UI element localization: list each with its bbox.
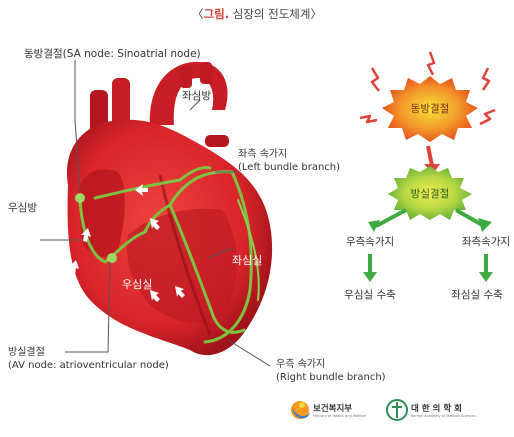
flow-arrowhead-left-down [479,272,493,282]
ministry-logo-text: 보건복지부 [313,402,381,414]
academy-logo: 대 한 의 학 회 Korean Academy of Medical Scie… [411,402,506,418]
right-bundle-label-ko: 우측 속가지 [276,358,386,371]
ministry-logo-subtext: Ministry of Health and Welfare [313,414,381,418]
spark-2 [428,52,434,75]
right-ventricle-label: 우심실 [122,276,152,292]
left-ventricle-label: 좌심실 [232,252,262,268]
sa-node-label-ko: 동방결절 [24,48,63,60]
flow-arrow-sa-av [428,146,432,166]
flow-right-ventricle-contraction: 우심실 수축 [332,287,408,302]
av-node-label-en: (AV node: atrioventricular node) [8,359,169,372]
flow-av-node: 방실결절 [400,186,460,201]
leader-right-bundle [228,340,270,366]
flow-left-bundle: 좌측속가지 [450,234,514,249]
flow-arrow-av-right [376,210,406,226]
ministry-logo-yellow [299,402,305,408]
left-bundle-label-ko: 좌측 속가지 [238,148,340,161]
left-bundle-branch-label: 좌측 속가지 (Left bundle branch) [238,148,340,174]
academy-logo-text: 대 한 의 학 회 [411,402,506,414]
av-node-label-ko: 방실결절 [8,346,169,359]
vessel-3 [180,66,192,88]
academy-logo-mark [387,400,407,420]
spark-4 [480,110,495,124]
flow-arrowhead-right-down [363,272,377,282]
left-atrium-label: 좌심방 [182,88,211,103]
right-bundle-label-en: (Right bundle branch) [276,371,386,384]
academy-logo-cross [392,402,402,418]
av-node-label: 방실결절 (AV node: atrioventricular node) [8,346,169,372]
sa-node-label-en: (SA node: Sinoatrial node) [63,48,201,60]
spark-5 [360,116,377,122]
right-atrium-chamber [78,169,125,256]
pulmonary-vein [205,135,229,147]
right-bundle-branch-label: 우측 속가지 (Right bundle branch) [276,358,386,384]
spark-3 [483,68,489,90]
flow-sa-node: 동방결절 [400,101,460,116]
academy-logo-subtext: Korean Academy of Medical Sciences [411,414,506,418]
vessel-4 [200,62,212,84]
left-bundle-label-en: (Left bundle branch) [238,161,340,174]
right-atrium-label: 우심방 [8,200,37,215]
av-node-marker [107,253,117,263]
flow-right-bundle: 우측속가지 [334,234,406,249]
ministry-logo: 보건복지부 Ministry of Health and Welfare [313,402,381,418]
spark-1 [372,68,379,91]
sa-node-marker [75,193,85,203]
flow-arrowhead-av-left [478,218,492,232]
flow-left-ventricle-contraction: 좌심실 수축 [442,287,512,302]
sa-node-label: 동방결절(SA node: Sinoatrial node) [24,46,201,61]
ministry-logo-mark [291,401,310,419]
